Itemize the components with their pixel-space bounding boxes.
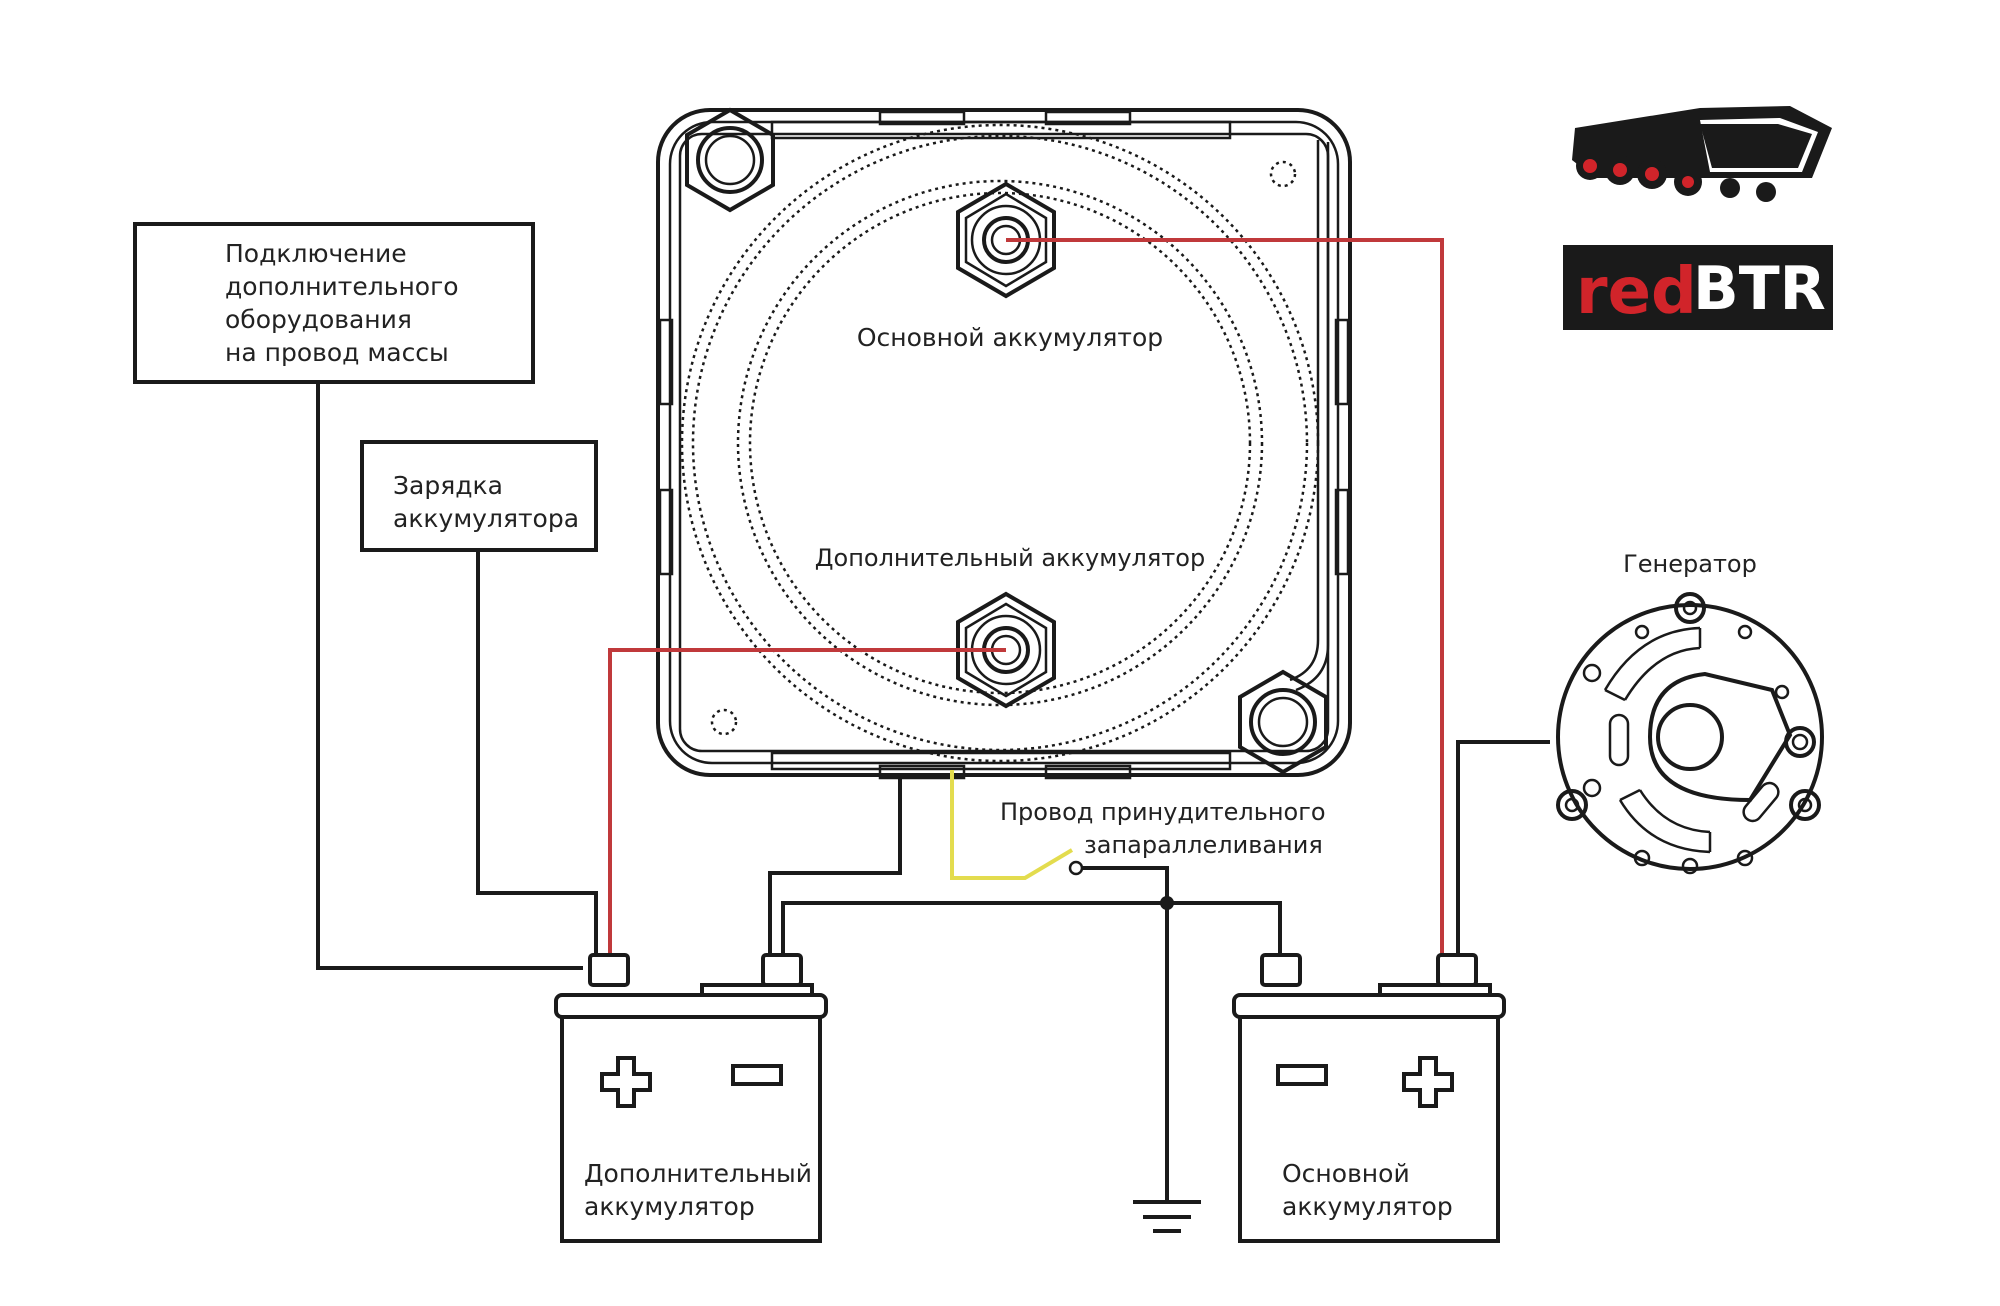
main-battery-label-line1: Основной xyxy=(1282,1159,1410,1188)
charging-label-line1: Зарядка xyxy=(393,471,503,500)
generator-label: Генератор xyxy=(1623,550,1757,578)
main-battery-terminal-stud xyxy=(956,181,1056,299)
main-battery-positive-post xyxy=(1436,953,1478,987)
ground-equipment-label-line3: оборудования xyxy=(225,305,412,334)
aux-battery-negative-post xyxy=(761,953,803,987)
aux-battery-label-line2: аккумулятор xyxy=(584,1192,755,1221)
ground-icon xyxy=(1133,1200,1201,1233)
charging-label-line2: аккумулятора xyxy=(393,504,579,533)
relay-ground-wire xyxy=(768,775,902,955)
ground-equipment-label-line2: дополнительного xyxy=(225,272,459,301)
wire-junction-dot xyxy=(1160,896,1174,910)
main-battery-terminal-label: Основной аккумулятор xyxy=(857,323,1163,352)
minus-icon xyxy=(731,1064,783,1086)
aux-battery-terminal-label: Дополнительный аккумулятор xyxy=(815,544,1205,572)
logo-background xyxy=(1563,245,1833,330)
ground-equipment-box xyxy=(133,222,535,384)
aux-battery xyxy=(554,953,828,1243)
battery-negative-link-wire xyxy=(781,901,1282,955)
charging-wire xyxy=(476,550,598,955)
ground-equipment-label-line1: Подключение xyxy=(225,239,407,268)
force-wire-label-line2: запараллеливания xyxy=(1084,831,1323,859)
generator xyxy=(1556,592,1824,875)
mounting-bolt-bottom-right xyxy=(1238,669,1328,775)
battery-isolator-relay xyxy=(656,107,1352,780)
aux-battery-positive-wire xyxy=(608,648,1006,955)
vehicle-wheels xyxy=(1576,152,1776,202)
mounting-bolt-top-left xyxy=(685,107,775,213)
btr-vehicle-icon xyxy=(1572,106,1832,202)
ground-equipment-label-line4: на провод массы xyxy=(225,338,449,367)
aux-battery-positive-post xyxy=(588,953,630,987)
main-battery-negative-post xyxy=(1260,953,1302,987)
main-battery-positive-wire xyxy=(1006,238,1444,955)
main-battery xyxy=(1232,953,1506,1243)
main-battery-label-line2: аккумулятор xyxy=(1282,1192,1453,1221)
logo-red-text: red xyxy=(1576,255,1697,329)
force-wire-label-line1: Провод принудительного xyxy=(1000,798,1326,826)
plus-icon xyxy=(1402,1056,1454,1108)
logo-white-text: BTR xyxy=(1693,254,1826,324)
minus-icon xyxy=(1276,1064,1328,1086)
force-wire-terminal xyxy=(1068,860,1084,876)
generator-wire xyxy=(1456,740,1470,955)
chassis-ground-wire xyxy=(1080,866,1169,1200)
force-parallel-wire xyxy=(950,770,1074,880)
aux-battery-label-line1: Дополнительный xyxy=(584,1159,812,1188)
ground-equipment-wire xyxy=(316,382,583,970)
redbtr-logo: red BTR xyxy=(1563,106,1833,330)
plus-icon xyxy=(600,1056,652,1108)
